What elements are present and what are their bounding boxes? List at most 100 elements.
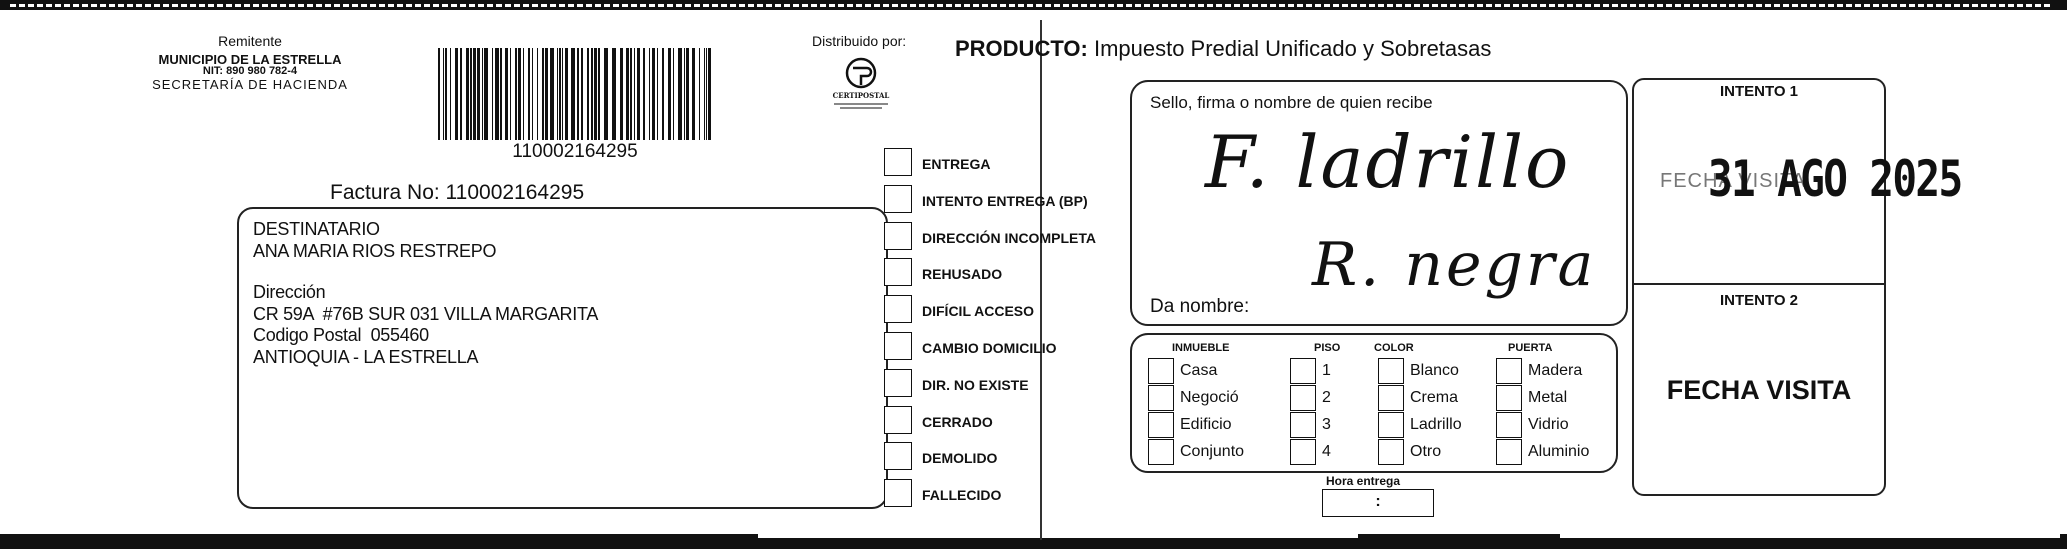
property-checkbox[interactable] xyxy=(1496,439,1522,465)
property-option-label: 2 xyxy=(1322,389,1331,406)
barcode-bar xyxy=(443,48,444,140)
property-option-label: Vidrio xyxy=(1528,416,1569,433)
barcode-bar xyxy=(466,48,469,140)
property-checkbox[interactable] xyxy=(1290,358,1316,384)
barcode-bar xyxy=(477,48,480,140)
perforation-line xyxy=(10,4,2050,10)
delivery-status-label: DEMOLIDO xyxy=(922,450,998,466)
address-line: CR 59A #76B SUR 031 VILLA MARGARITA xyxy=(253,303,599,324)
property-option-label: Edificio xyxy=(1180,416,1232,433)
da-nombre-signature: R. negra xyxy=(1312,230,1597,300)
barcode-bar xyxy=(542,48,544,140)
address-location: ANTIOQUIA - LA ESTRELLA xyxy=(253,346,479,367)
barcode-bar xyxy=(678,48,682,140)
property-option-label: Blanco xyxy=(1410,362,1459,379)
barcode-bar xyxy=(500,48,502,140)
delivery-status-label: REHUSADO xyxy=(922,266,1003,282)
barcode-bar xyxy=(515,48,517,140)
barcode-bar xyxy=(706,48,707,140)
barcode-bar xyxy=(637,48,640,140)
delivery-status-checkbox[interactable] xyxy=(884,332,912,360)
delivery-status-checkbox[interactable] xyxy=(884,258,912,286)
da-nombre-label: Da nombre: xyxy=(1150,296,1250,317)
attempt-1-label: INTENTO 1 xyxy=(1719,83,1799,100)
barcode-bar xyxy=(460,48,462,140)
barcode-bar xyxy=(652,48,655,140)
property-checkbox[interactable] xyxy=(1290,439,1316,465)
delivery-status-checkbox[interactable] xyxy=(884,185,912,213)
delivery-time-field[interactable]: : xyxy=(1322,489,1434,517)
property-checkbox[interactable] xyxy=(1378,439,1404,465)
stamp-ghost-text: FECHA VISITA xyxy=(1660,170,1807,192)
barcode-bar xyxy=(523,48,524,140)
delivery-status-checkbox[interactable] xyxy=(884,479,912,507)
delivery-status-checkbox[interactable] xyxy=(884,222,912,250)
property-checkbox[interactable] xyxy=(1496,358,1522,384)
property-checkbox[interactable] xyxy=(1496,412,1522,438)
property-checkbox[interactable] xyxy=(1148,412,1174,438)
property-checkbox[interactable] xyxy=(1378,412,1404,438)
invoice-number: Factura No: 110002164295 xyxy=(330,181,585,204)
property-details-box xyxy=(1130,333,1618,473)
barcode-bar xyxy=(470,48,472,140)
barcode-bar xyxy=(545,48,548,140)
sender-nit: NIT: 890 980 782-4 xyxy=(202,65,298,78)
barcode-bar xyxy=(518,48,521,140)
property-checkbox[interactable] xyxy=(1290,385,1316,411)
property-checkbox[interactable] xyxy=(1496,385,1522,411)
delivery-status-checkbox[interactable] xyxy=(884,406,912,434)
barcode-bar xyxy=(577,48,579,140)
barcode-bar xyxy=(495,48,499,140)
barcode-bar xyxy=(708,48,711,140)
date-stamp: 31 AGO 2025 xyxy=(1708,150,1963,208)
receiver-signature: F. ladrillo xyxy=(1205,120,1571,204)
property-option-label: 3 xyxy=(1322,416,1331,433)
attempts-box xyxy=(1632,78,1886,496)
sender-label: Remitente xyxy=(218,33,282,49)
bottom-gap xyxy=(758,534,1358,538)
property-checkbox[interactable] xyxy=(1378,358,1404,384)
property-checkbox[interactable] xyxy=(1378,385,1404,411)
barcode-bar xyxy=(692,48,695,140)
delivery-status-checkbox[interactable] xyxy=(884,442,912,470)
barcode xyxy=(438,48,711,140)
property-checkbox[interactable] xyxy=(1148,439,1174,465)
property-option-label: Negoció xyxy=(1180,389,1239,406)
barcode-bar xyxy=(557,48,558,140)
barcode-bar xyxy=(528,48,530,140)
bottom-gap xyxy=(1560,534,2060,538)
barcode-bar xyxy=(612,48,616,140)
delivery-status-label: CERRADO xyxy=(922,414,993,430)
property-checkbox[interactable] xyxy=(1290,412,1316,438)
delivery-status-checkbox[interactable] xyxy=(884,369,912,397)
postal-logo-icon xyxy=(834,57,888,109)
property-option-label: Ladrillo xyxy=(1410,416,1462,433)
barcode-bar xyxy=(604,48,608,140)
delivery-status-label: FALLECIDO xyxy=(922,487,1002,503)
visit-date-label: FECHA VISITA xyxy=(1666,375,1852,405)
barcode-bar xyxy=(699,48,700,140)
attempt-2-label: INTENTO 2 xyxy=(1719,292,1799,309)
sender-block: Remitente MUNICIPIO DE LA ESTRELLA NIT: … xyxy=(120,34,380,92)
barcode-bar xyxy=(482,48,483,140)
barcode-bar xyxy=(591,48,593,140)
top-gap xyxy=(0,10,2067,14)
barcode-bar xyxy=(598,48,600,140)
barcode-bar xyxy=(634,48,635,140)
barcode-bar xyxy=(686,48,689,140)
barcode-bar xyxy=(484,48,488,140)
delivery-status-checkbox[interactable] xyxy=(884,148,912,176)
address-label: Dirección xyxy=(253,282,326,303)
property-checkbox[interactable] xyxy=(1148,358,1174,384)
barcode-bar xyxy=(492,48,493,140)
delivery-status-checkbox[interactable] xyxy=(884,295,912,323)
barcode-bar xyxy=(684,48,685,140)
barcode-bar xyxy=(550,48,554,140)
barcode-bar xyxy=(649,48,650,140)
bottom-border xyxy=(0,534,2067,549)
delivery-status-label: DIR. NO EXISTE xyxy=(922,377,1029,393)
barcode-bar xyxy=(565,48,568,140)
recipient-address-box: DESTINATARIO ANA MARIA RIOS RESTREPO Dir… xyxy=(237,207,888,509)
product-label: PRODUCTO: xyxy=(955,36,1088,61)
property-checkbox[interactable] xyxy=(1148,385,1174,411)
